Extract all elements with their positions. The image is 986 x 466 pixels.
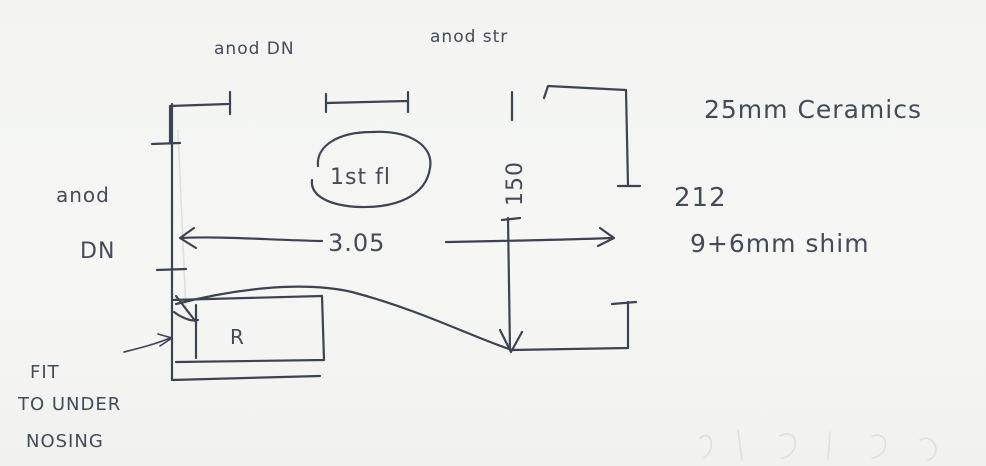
- label-ceramics: 25mm Ceramics: [704, 95, 922, 124]
- first-floor-circle: [310, 130, 432, 209]
- label-dimension: 3.05: [328, 229, 385, 257]
- label-anod-str-top: anod str: [430, 27, 508, 47]
- stair-top-tick: [500, 216, 522, 222]
- label-anod-left: anod: [56, 183, 110, 207]
- label-fit: FIT: [30, 362, 60, 383]
- left-tick-top: [150, 141, 182, 146]
- top-middle-dimension: [324, 90, 410, 114]
- left-tick-middle: [155, 267, 188, 272]
- fit-arrow: [123, 333, 173, 353]
- tread-nosing-mark: [172, 294, 200, 324]
- label-first-floor: 1st fl: [330, 165, 391, 190]
- label-stair-height: 150: [503, 161, 528, 206]
- label-anod-dn-top: anod DN: [214, 39, 295, 59]
- label-shim: 9+6mm shim: [690, 229, 870, 258]
- faint-mark: [699, 429, 937, 461]
- label-212: 212: [674, 183, 727, 213]
- dimension-arrow-right: [444, 226, 616, 248]
- tread-box: [170, 294, 326, 364]
- stair-vertical-arrow: [498, 90, 524, 354]
- landing-curve: [174, 285, 638, 352]
- right-bracket: [542, 84, 642, 188]
- label-to-under: TO UNDER: [17, 394, 121, 415]
- label-dn-left: DN: [80, 239, 115, 264]
- left-vertical-line: [170, 102, 322, 382]
- top-left-bracket: [168, 90, 232, 144]
- label-r: R: [230, 325, 245, 349]
- label-nosing: NOSING: [26, 431, 104, 452]
- dimension-arrow-left: [178, 226, 324, 250]
- faint-vertical-smudge: [177, 129, 187, 313]
